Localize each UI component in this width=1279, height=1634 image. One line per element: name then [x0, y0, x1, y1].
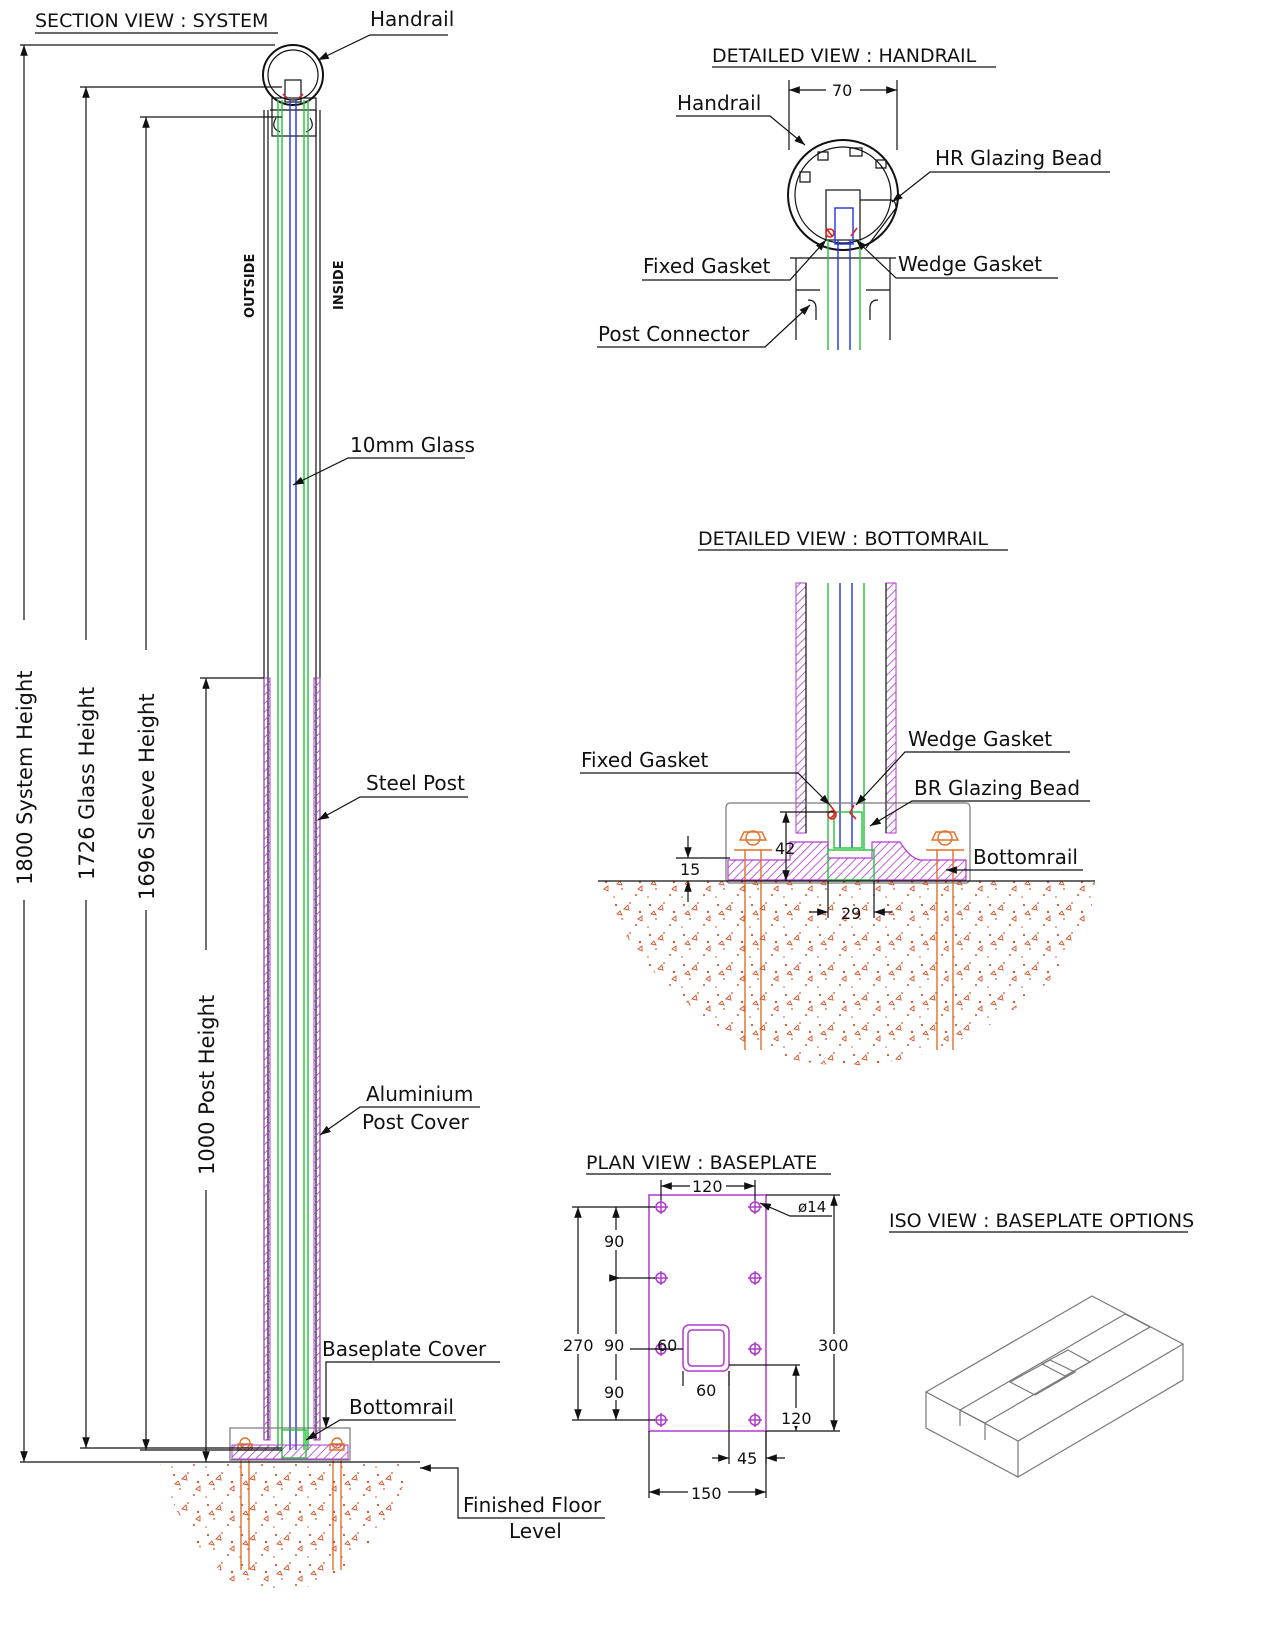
- detail-handrail-label-handrail: Handrail: [677, 91, 761, 115]
- dim-60-vertical: 60: [657, 1336, 677, 1355]
- label-hr-glazing-bead: HR Glazing Bead: [935, 146, 1102, 170]
- label-ffl-1: Finished Floor: [463, 1493, 602, 1517]
- bottomrail-concrete-hatch: [598, 881, 1095, 1066]
- detail-handrail-label-wedge-gasket: Wedge Gasket: [898, 252, 1042, 276]
- detail-bottomrail-title: DETAILED VIEW : BOTTOMRAIL: [698, 528, 988, 550]
- label-handrail: Handrail: [370, 7, 454, 31]
- dim-150: 150: [691, 1484, 722, 1503]
- detail-handrail-label-fixed-gasket: Fixed Gasket: [643, 254, 771, 278]
- dim-29: 29: [841, 904, 861, 923]
- section-base: [20, 1427, 420, 1590]
- detail-bottomrail-label-wedge-gasket: Wedge Gasket: [908, 727, 1052, 751]
- dim-90-b: 90: [604, 1336, 624, 1355]
- section-view-system: SECTION VIEW : SYSTEM: [12, 7, 605, 1590]
- dim-15: 15: [680, 860, 700, 879]
- baseplate-outline: [648, 1194, 767, 1432]
- dim-90-c: 90: [604, 1383, 624, 1402]
- dim-sleeve-height: 1696 Sleeve Height: [135, 693, 159, 900]
- section-concrete-hatch: [160, 1462, 410, 1590]
- iso-baseplate-block: [924, 1295, 1185, 1478]
- label-outside: OUTSIDE: [243, 254, 258, 318]
- dim-42: 42: [775, 839, 795, 858]
- label-post-cover-2: Post Cover: [362, 1110, 470, 1134]
- label-inside: INSIDE: [332, 260, 347, 310]
- detail-bottomrail-label-fixed-gasket: Fixed Gasket: [581, 748, 709, 772]
- dim-post-height: 1000 Post Height: [195, 995, 219, 1175]
- dim-120-top: 120: [692, 1177, 723, 1196]
- label-ffl-2: Level: [509, 1519, 562, 1543]
- label-br-glazing-bead: BR Glazing Bead: [914, 776, 1080, 800]
- dim-300: 300: [818, 1336, 849, 1355]
- detail-handrail-dim-70: 70: [832, 81, 852, 100]
- iso-view-baseplate-options: ISO VIEW : BASEPLATE OPTIONS: [889, 1210, 1194, 1478]
- detail-bottomrail-label-bottomrail: Bottomrail: [973, 845, 1078, 869]
- section-dimensions: 1800 System Height 1726 Glass Height 169…: [12, 44, 282, 1462]
- label-baseplate-cover: Baseplate Cover: [322, 1337, 487, 1361]
- iso-baseplate-title: ISO VIEW : BASEPLATE OPTIONS: [889, 1210, 1194, 1232]
- plan-baseplate-title: PLAN VIEW : BASEPLATE: [586, 1152, 817, 1174]
- dim-glass-height: 1726 Glass Height: [75, 687, 99, 880]
- detail-view-bottomrail: DETAILED VIEW : BOTTOMRAIL: [580, 528, 1095, 1066]
- label-steel-post: Steel Post: [366, 771, 465, 795]
- plan-baseplate-dims: 120 ø14 270 90 90 90 60 60: [563, 1176, 854, 1503]
- label-bottomrail: Bottomrail: [349, 1395, 454, 1419]
- detail-view-handrail: DETAILED VIEW : HANDRAIL 70 Handrai: [597, 45, 1110, 350]
- handrail-section: [262, 44, 324, 137]
- label-glass: 10mm Glass: [350, 433, 475, 457]
- post-assembly: [263, 100, 321, 1450]
- label-post-connector: Post Connector: [598, 322, 750, 346]
- dim-90-a: 90: [604, 1232, 624, 1251]
- baseplate-post-square: [682, 1324, 730, 1372]
- dim-system-height: 1800 System Height: [13, 670, 37, 885]
- detail-handrail-title: DETAILED VIEW : HANDRAIL: [712, 45, 977, 67]
- section-system-title: SECTION VIEW : SYSTEM: [35, 10, 268, 32]
- dim-120-right: 120: [781, 1409, 812, 1428]
- detail-bottomrail-dims: 42 15 29: [676, 811, 892, 923]
- detail-bottomrail-profile: [598, 582, 1095, 1066]
- dim-45: 45: [737, 1449, 757, 1468]
- detail-handrail-profile: [787, 139, 899, 350]
- label-post-cover-1: Aluminium: [366, 1082, 473, 1106]
- dim-60-horizontal: 60: [696, 1381, 716, 1400]
- dim-hole: ø14: [798, 1198, 826, 1216]
- section-labels: Handrail OUTSIDE INSIDE 10mm Glass Steel…: [243, 7, 605, 1543]
- baseplate-holes: [654, 1200, 762, 1427]
- plan-view-baseplate: PLAN VIEW : BASEPLATE 120 ø14: [563, 1152, 854, 1503]
- dim-270: 270: [563, 1336, 594, 1355]
